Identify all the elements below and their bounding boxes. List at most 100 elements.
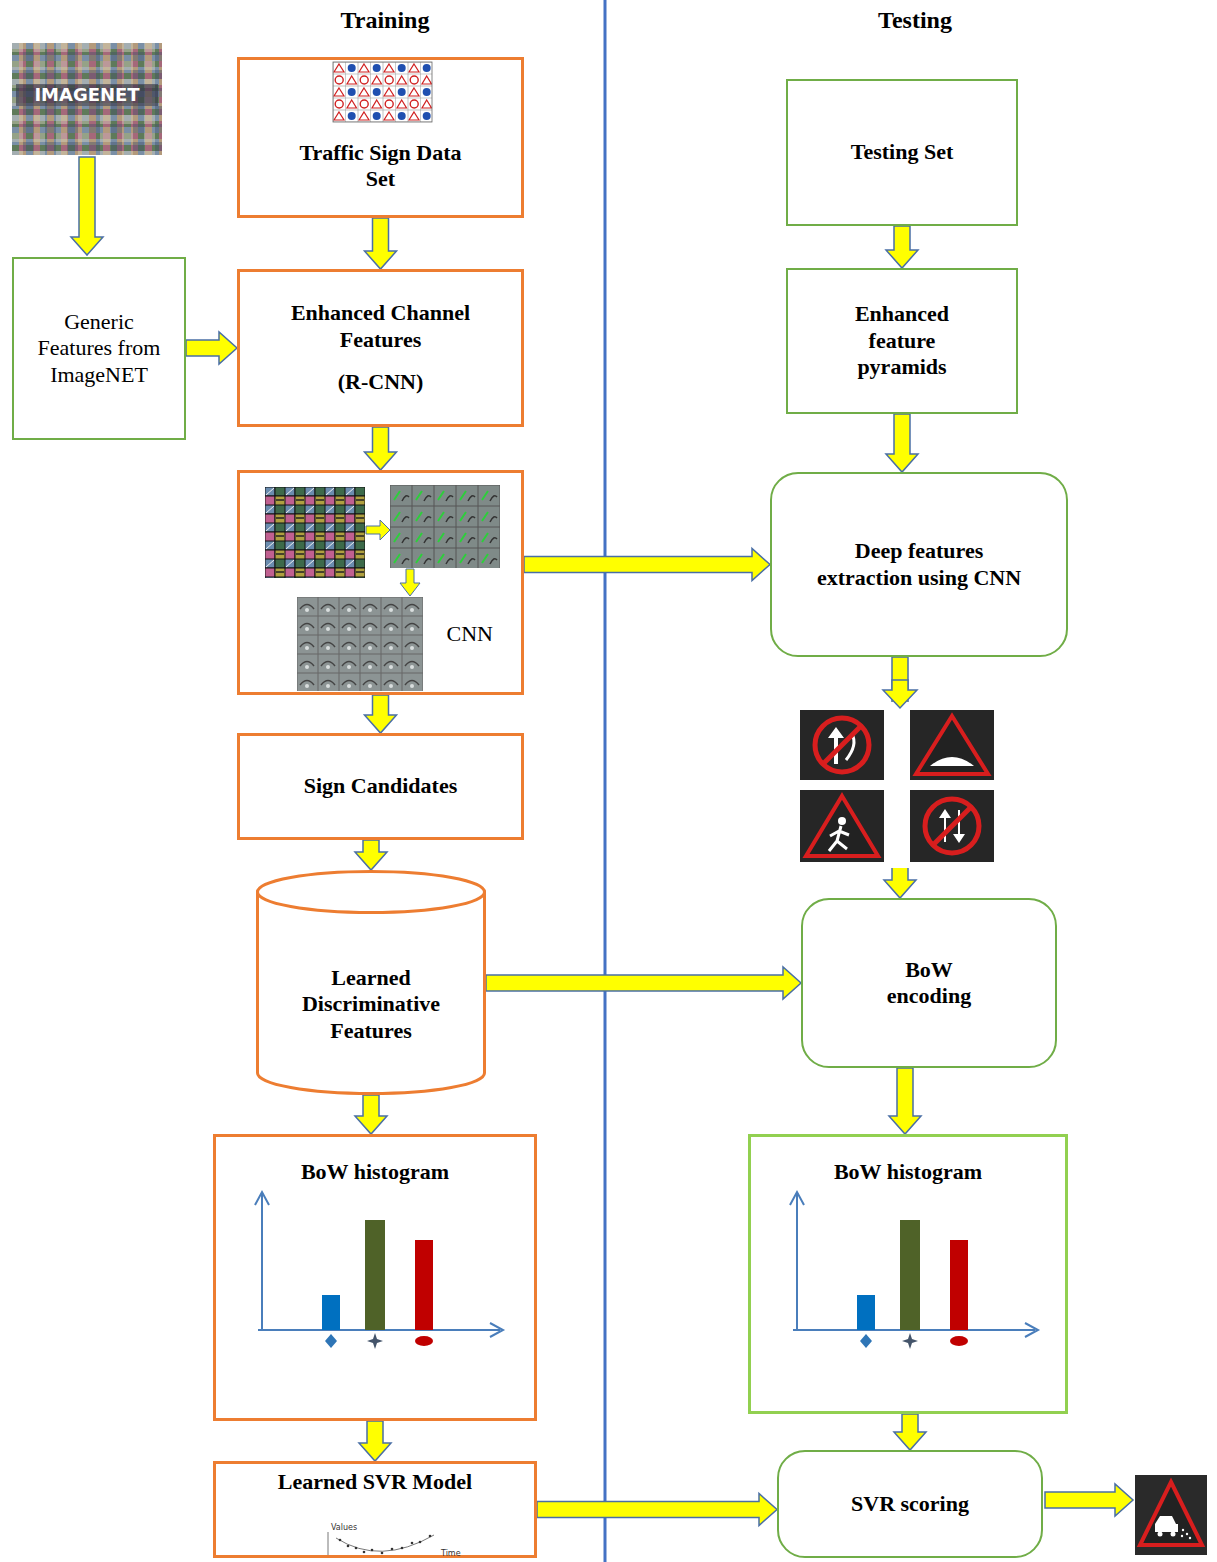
node-label: (R-CNN) xyxy=(338,369,424,395)
scatter-point xyxy=(381,1552,384,1555)
block-arrow xyxy=(359,1421,391,1461)
sign-ring xyxy=(925,799,979,853)
input-box: Enhanced feature pyramids xyxy=(786,268,1018,414)
sign-gravel xyxy=(1186,1533,1188,1535)
process-box: Learned SVR Model xyxy=(213,1461,537,1558)
node-label: Generic Features from ImageNET xyxy=(34,309,164,388)
scatter-point xyxy=(371,1549,374,1552)
block-arrow xyxy=(886,226,918,268)
sign-gravel xyxy=(1181,1535,1183,1537)
axis-label: Values xyxy=(331,1523,365,1533)
process-box: BoW histogram xyxy=(213,1134,537,1421)
block-arrow xyxy=(355,1095,387,1134)
node-label: Traffic Sign Data Set xyxy=(296,140,466,193)
sign-triangle xyxy=(916,716,988,774)
scatter-points xyxy=(339,1535,432,1555)
block-arrow xyxy=(537,1494,777,1526)
sign-image xyxy=(1135,1475,1207,1555)
cnn-filter-grid xyxy=(265,487,365,578)
sign-image xyxy=(800,790,884,862)
sign-image xyxy=(910,790,994,862)
sign-car-wheel xyxy=(1158,1532,1163,1537)
sign-car xyxy=(1155,1516,1178,1532)
process-box: Sign Candidates xyxy=(237,733,524,840)
scatter-point xyxy=(339,1539,342,1542)
sign-triangle xyxy=(806,796,878,856)
divider-line xyxy=(604,0,607,1562)
sign-slash xyxy=(823,726,861,764)
regression-curve xyxy=(336,1535,434,1551)
node-label: BoW encoding xyxy=(864,957,994,1010)
scatter-point xyxy=(355,1547,358,1550)
sign-figure xyxy=(829,826,849,851)
block-arrow xyxy=(486,967,801,999)
block-arrow xyxy=(186,332,237,364)
process-box: CNN xyxy=(237,470,524,695)
sign-figure xyxy=(838,817,846,825)
sign-car-wheel xyxy=(1171,1532,1176,1537)
block-arrow xyxy=(524,549,770,581)
sign-image xyxy=(800,710,884,780)
histogram-chart xyxy=(790,1192,1038,1349)
image-caption: IMAGENET xyxy=(16,84,158,106)
block-arrow xyxy=(365,218,397,269)
scatter-point xyxy=(411,1542,414,1545)
sign-gravel xyxy=(1189,1537,1191,1539)
node-label: SVR scoring xyxy=(851,1491,969,1517)
cnn-filter-grid xyxy=(390,485,500,568)
cylinder-top xyxy=(258,872,485,913)
column-heading: Training xyxy=(295,6,475,35)
chart-axis xyxy=(328,1532,438,1556)
sign-bump xyxy=(930,757,974,766)
scatter-point xyxy=(401,1547,404,1550)
cylinder-body xyxy=(258,892,485,1093)
small-arrow xyxy=(366,520,390,540)
sign-backdrop xyxy=(795,702,1025,868)
histogram-chart xyxy=(255,1192,503,1349)
input-box: Generic Features from ImageNET xyxy=(12,257,186,440)
node-label: CNN xyxy=(447,621,493,647)
block-arrow xyxy=(889,1068,921,1134)
process-box: Enhanced Channel Features (R-CNN) xyxy=(237,269,524,427)
cnn-filter-grid xyxy=(297,597,423,691)
scatter-point xyxy=(363,1551,366,1554)
node-label: Learned SVR Model xyxy=(278,1469,472,1495)
traffic-sign-grid xyxy=(333,62,432,122)
imagenet-mosaic xyxy=(12,43,162,155)
node-label: Enhanced Channel Features xyxy=(266,300,496,353)
sign-gravel xyxy=(1182,1529,1184,1531)
node-label: Learned Discriminative Features xyxy=(271,965,471,1044)
scatter-point xyxy=(429,1535,432,1538)
rounded-process-box: Deep features extraction using CNN xyxy=(770,472,1068,657)
sign-image xyxy=(910,710,994,780)
process-box: Traffic Sign Data Set xyxy=(237,57,524,218)
imagenet-mosaic xyxy=(12,43,162,155)
scatter-point xyxy=(347,1545,350,1548)
block-arrow xyxy=(365,695,397,733)
input-box: Testing Set xyxy=(786,79,1018,226)
block-arrow xyxy=(894,1414,926,1450)
rounded-process-box: SVR scoring xyxy=(777,1450,1043,1558)
node-label: BoW histogram xyxy=(301,1159,449,1185)
block-arrow xyxy=(71,157,103,255)
sign-triangle xyxy=(1140,1482,1202,1545)
output-box: BoW histogram xyxy=(748,1134,1068,1414)
axis-label: Time xyxy=(441,1549,465,1559)
node-label: Deep features extraction using CNN xyxy=(809,538,1029,591)
block-arrow xyxy=(883,680,917,708)
node-label: Sign Candidates xyxy=(304,773,457,799)
scatter-point xyxy=(391,1548,394,1551)
data-store-cylinder: Learned Discriminative Features xyxy=(256,870,486,1095)
node-label: Testing Set xyxy=(851,139,953,165)
rounded-process-box: BoW encoding xyxy=(801,898,1057,1068)
block-arrow xyxy=(355,840,387,870)
scatter-point xyxy=(419,1541,422,1544)
block-arrow xyxy=(886,414,918,472)
block-arrow xyxy=(365,427,397,470)
node-label: Enhanced feature pyramids xyxy=(827,301,977,380)
sign-slash xyxy=(933,807,971,845)
small-arrow xyxy=(400,569,420,596)
block-arrow xyxy=(1045,1484,1133,1516)
sign-ring xyxy=(815,718,869,772)
